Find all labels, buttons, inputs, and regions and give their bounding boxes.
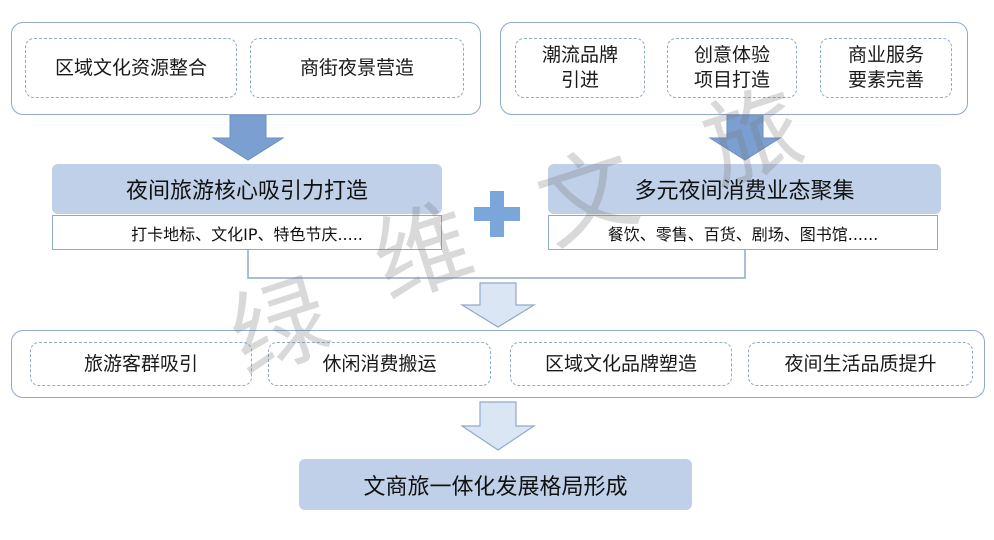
top-right-item-2: 创意体验 项目打造	[667, 38, 797, 98]
arrow-down-left	[211, 114, 285, 161]
outcome-item-2: 休闲消费搬运	[268, 342, 491, 386]
top-right-item-3: 商业服务 要素完善	[820, 38, 952, 98]
arrow-down-middle	[459, 282, 537, 328]
plus-icon	[474, 191, 520, 237]
merge-connector	[247, 250, 746, 279]
core-right-detail: 餐饮、零售、百货、剧场、图书馆......	[548, 215, 938, 250]
top-left-item-1: 区域文化资源整合	[25, 38, 237, 98]
arrow-down-right	[708, 114, 782, 161]
top-left-item-2: 商街夜景营造	[250, 38, 464, 98]
outcome-item-1: 旅游客群吸引	[30, 342, 252, 386]
outcome-item-4: 夜间生活品质提升	[748, 342, 973, 386]
top-right-item-1: 潮流品牌 引进	[515, 38, 645, 98]
core-right-title: 多元夜间消费业态聚集	[548, 164, 941, 214]
core-left-detail: 打卡地标、文化IP、特色节庆.....	[52, 215, 442, 250]
core-left-title: 夜间旅游核心吸引力打造	[52, 164, 442, 214]
outcome-item-3: 区域文化品牌塑造	[510, 342, 732, 386]
final-title: 文商旅一体化发展格局形成	[299, 459, 692, 510]
arrow-down-bottom	[460, 401, 536, 451]
